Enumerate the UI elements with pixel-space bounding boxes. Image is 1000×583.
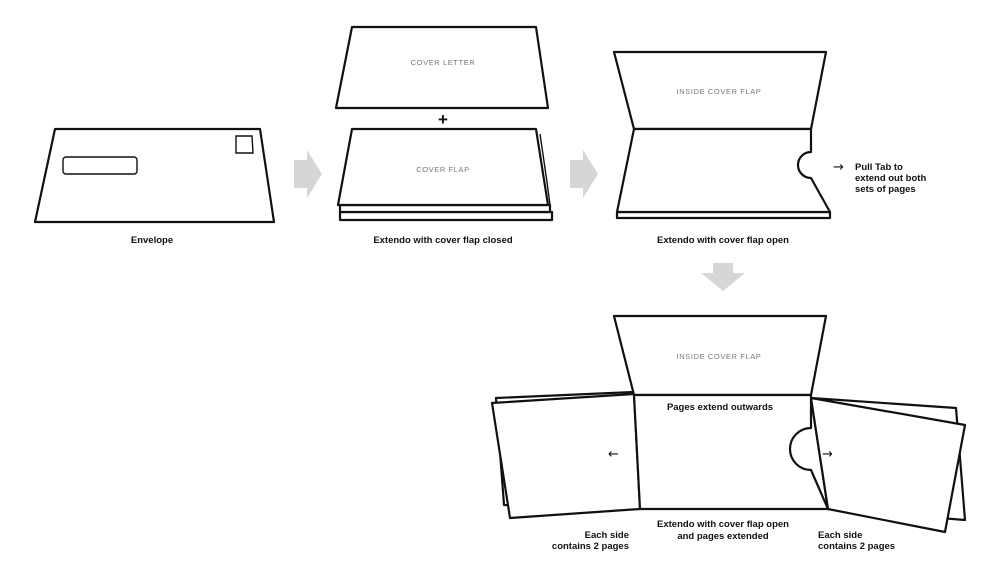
right-note-line-2: contains 2 pages: [818, 541, 895, 552]
envelope-window: [62, 156, 138, 175]
pages-extend-label: Pages extend outwards: [667, 402, 773, 413]
page-stack-edge: [539, 133, 551, 206]
open-caption: Extendo with cover flap open: [657, 235, 789, 246]
stamp-icon: [235, 135, 254, 154]
envelope-body: [33, 127, 276, 224]
envelope-caption: Envelope: [131, 235, 173, 246]
extended-caption-line-2: and pages extended: [677, 531, 769, 542]
right-note-line-1: Each side: [818, 530, 862, 541]
extended-caption-line-1: Extendo with cover flap open: [657, 519, 789, 530]
right-arrow-icon: →: [833, 160, 844, 175]
extended-inside-flap-label: INSIDE COVER FLAP: [677, 352, 762, 361]
pull-tab-note-line-1: Pull Tab to: [855, 162, 903, 173]
extended-extendo-body: [632, 393, 830, 511]
plus-icon: +: [438, 110, 448, 129]
left-note-line-2: contains 2 pages: [552, 541, 629, 552]
right-arrow-icon: →: [822, 447, 833, 462]
left-arrow-icon: ←: [608, 447, 619, 462]
cover-letter: [334, 25, 550, 110]
envelope-stage: Envelope: [33, 127, 276, 246]
cover-flap: [336, 127, 550, 207]
pull-tab-note-line-2: extend out both: [855, 173, 926, 184]
pull-tab-note-line-3: sets of pages: [855, 184, 916, 195]
flow-arrow-icon: [294, 150, 322, 198]
right-front-page: [809, 396, 967, 534]
flow-arrow-icon: [570, 150, 598, 198]
left-note-line-1: Each side: [585, 530, 629, 541]
inside-flap-label: INSIDE COVER FLAP: [677, 87, 762, 96]
cover-flap-label: COVER FLAP: [416, 165, 470, 174]
open-extendo-body: [615, 127, 832, 214]
flow-arrow-icon: [701, 263, 745, 291]
extended-stage: ← → INSIDE COVER FLAP Pages extend outwa…: [490, 314, 967, 552]
closed-stage: COVER LETTER + COVER FLAP Extendo with c…: [334, 25, 554, 246]
cover-letter-label: COVER LETTER: [411, 58, 476, 67]
page-stack-bottom: [338, 210, 554, 222]
open-stage: INSIDE COVER FLAP → Pull Tab to extend o…: [612, 50, 926, 246]
closed-caption: Extendo with cover flap closed: [373, 235, 513, 246]
